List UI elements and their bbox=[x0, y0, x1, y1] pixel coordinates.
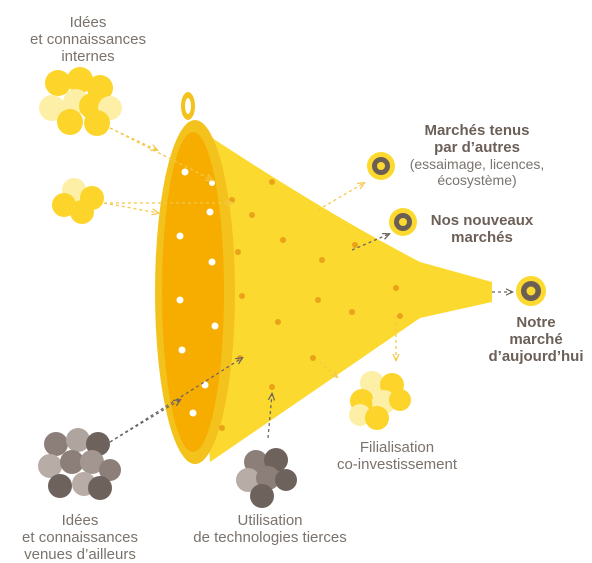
current-market-label-line1: Notre bbox=[516, 314, 556, 331]
others-markets-sub-line1: (essaimage, licences, bbox=[409, 156, 545, 172]
target-current-market bbox=[516, 276, 546, 306]
third-party-tech-cluster bbox=[236, 448, 297, 508]
third-party-tech-label-line1: Utilisation bbox=[237, 512, 303, 529]
third-party-tech-label: Utilisation de technologies tierces bbox=[180, 512, 360, 546]
external-ideas-label-line1: Idées bbox=[61, 512, 99, 529]
internal-ideas-label: Idées et connaissances internes bbox=[8, 14, 168, 65]
external-ideas-cluster bbox=[38, 428, 121, 500]
new-markets-label-line1: Nos nouveaux bbox=[430, 212, 534, 229]
spinoff-label-line1: Filialisation bbox=[359, 439, 435, 456]
spinoff-label: Filialisation co-investissement bbox=[322, 439, 472, 473]
funnel bbox=[155, 92, 492, 464]
others-markets-sub-line2: écosystème) bbox=[437, 172, 517, 188]
internal-ideas-cluster-small bbox=[52, 178, 104, 224]
external-ideas-label: Idées et connaissances venues d’ailleurs bbox=[0, 512, 160, 563]
funnel-holes-inner bbox=[176, 168, 219, 417]
internal-ideas-label-line1: Idées bbox=[69, 14, 107, 31]
current-market-label-line2: marché bbox=[509, 331, 563, 348]
internal-flow-arrows bbox=[103, 127, 396, 377]
new-markets-label: Nos nouveaux marchés bbox=[418, 212, 546, 246]
internal-ideas-label-line3: internes bbox=[61, 48, 115, 65]
internal-ideas-label-line2: et connaissances bbox=[30, 31, 146, 48]
new-markets-label-line2: marchés bbox=[451, 229, 513, 246]
current-market-label: Notre marché d’aujourd’hui bbox=[482, 314, 590, 365]
external-flow-arrows bbox=[109, 234, 512, 443]
others-markets-title-line1: Marchés tenus bbox=[424, 122, 530, 139]
target-others-markets bbox=[367, 152, 395, 180]
funnel-opening bbox=[162, 132, 224, 452]
others-markets-title-line2: par d’autres bbox=[434, 139, 520, 156]
target-new-markets bbox=[389, 208, 417, 236]
external-ideas-label-line3: venues d’ailleurs bbox=[24, 546, 136, 563]
funnel-hanging-loop bbox=[181, 92, 195, 120]
spinoff-cluster bbox=[349, 371, 411, 430]
internal-ideas-cluster bbox=[39, 67, 122, 136]
current-market-label-line3: d’aujourd’hui bbox=[488, 348, 584, 365]
third-party-tech-label-line2: de technologies tierces bbox=[193, 529, 347, 546]
spinoff-label-line2: co-investissement bbox=[336, 456, 458, 473]
others-markets-label: Marchés tenus par d’autres (essaimage, l… bbox=[396, 122, 558, 188]
external-ideas-label-line2: et connaissances bbox=[22, 529, 138, 546]
funnel-cone bbox=[188, 122, 492, 462]
